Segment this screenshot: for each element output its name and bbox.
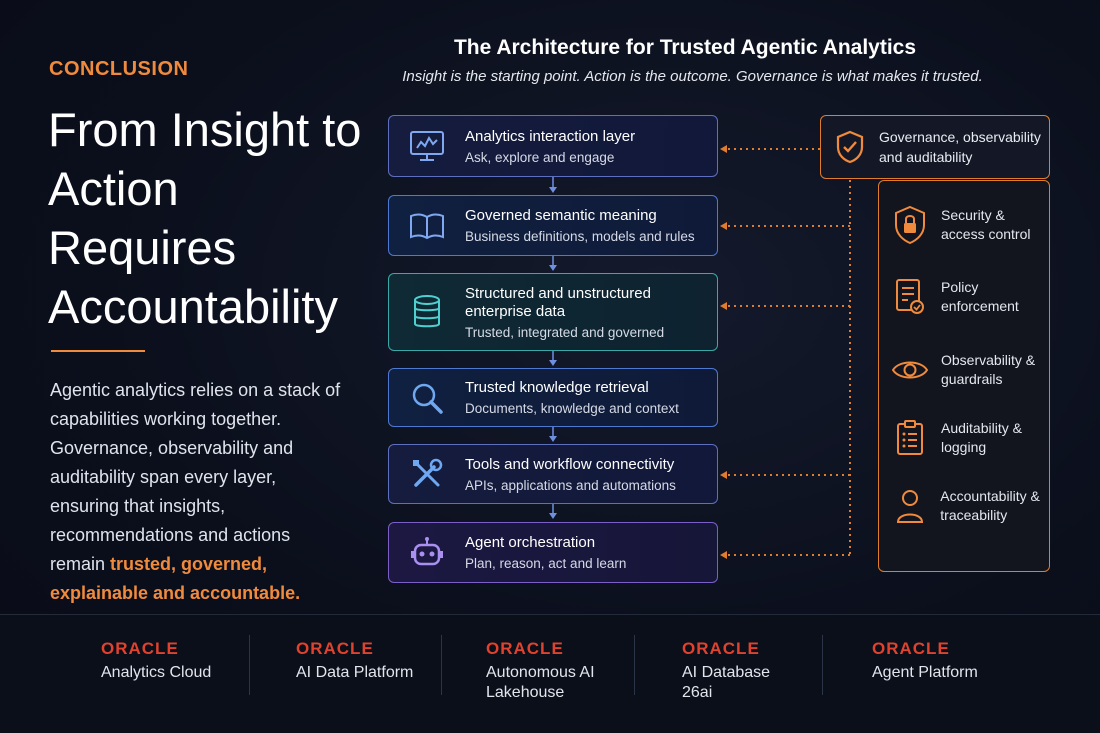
- governance-item-label: Accountability & traceability: [940, 488, 1040, 523]
- layer-subtitle: Ask, explore and engage: [465, 149, 615, 165]
- body-paragraph: Agentic analytics relies on a stack of c…: [50, 376, 350, 608]
- layer-title: Governed semantic meaning: [465, 207, 657, 224]
- product-ai-data-platform: ORACLE AI Data Platform: [296, 639, 413, 683]
- magnifier-icon: [389, 369, 465, 426]
- oracle-logo: ORACLE: [872, 639, 950, 658]
- governance-item-policy: Policy enforcement: [879, 278, 1049, 316]
- headline-divider: [51, 350, 145, 352]
- layer-title: Tools and workflow connectivity: [465, 455, 675, 473]
- layer-knowledge-retrieval: Trusted knowledge retrieval Documents, k…: [388, 368, 718, 427]
- clipboard-checklist-icon: [879, 419, 941, 457]
- dashboard-monitor-icon: [389, 116, 465, 176]
- layer-agent-orchestration: Agent orchestration Plan, reason, act an…: [388, 522, 718, 583]
- governance-item-label: Policy enforcement: [941, 279, 1019, 314]
- product-name: AI Database 26ai: [682, 664, 771, 701]
- governance-item-observability: Observability & guardrails: [879, 351, 1049, 389]
- product-footer: ORACLE Analytics Cloud ORACLE AI Data Pl…: [0, 614, 1100, 733]
- body-highlight: trusted, governed, explainable and accou…: [50, 554, 301, 603]
- governance-item-label: Observability & guardrails: [941, 352, 1036, 387]
- product-name: Autonomous AI Lakehouse: [486, 664, 595, 701]
- database-icon: [389, 274, 465, 350]
- body-text-main: Agentic analytics relies on a stack of c…: [50, 380, 341, 574]
- layer-subtitle: Plan, reason, act and learn: [465, 556, 627, 571]
- footer-divider: [634, 635, 635, 695]
- footer-divider: [441, 635, 442, 695]
- lock-shield-icon: [879, 205, 941, 245]
- section-eyebrow: CONCLUSION: [49, 58, 189, 80]
- layer-title: Agent orchestration: [465, 534, 596, 551]
- diagram-title: The Architecture for Trusted Agentic Ana…: [453, 36, 917, 59]
- governance-card: Governance, observability and auditabili…: [820, 115, 1050, 179]
- footer-divider: [249, 635, 250, 695]
- person-icon: [879, 488, 940, 524]
- governance-item-accountability: Accountability & traceability: [879, 487, 1049, 525]
- governance-title: Governance, observability and auditabili…: [879, 129, 1041, 165]
- shield-check-icon: [821, 130, 879, 164]
- governance-item-label: Security & access control: [941, 207, 1031, 242]
- oracle-logo: ORACLE: [296, 639, 374, 658]
- policy-document-icon: [879, 278, 941, 316]
- layer-subtitle: APIs, applications and automations: [465, 477, 676, 493]
- layer-subtitle: Business definitions, models and rules: [465, 229, 695, 244]
- oracle-logo: ORACLE: [682, 639, 760, 658]
- page-headline: From Insight to Action Requires Accounta…: [48, 103, 362, 333]
- oracle-logo: ORACLE: [101, 639, 179, 658]
- open-book-icon: [389, 196, 465, 255]
- layer-enterprise-data: Structured and unstructured enterprise d…: [388, 273, 718, 351]
- layer-tools-workflow: Tools and workflow connectivity APIs, ap…: [388, 444, 718, 504]
- governance-panel: Security & access control Policy enforce…: [878, 180, 1050, 572]
- diagram-subtitle: Insight is the starting point. Action is…: [402, 68, 983, 85]
- layer-title: Structured and unstructured enterprise d…: [465, 284, 651, 320]
- layer-governed-semantic: Governed semantic meaning Business defin…: [388, 195, 718, 256]
- layer-subtitle: Documents, knowledge and context: [465, 401, 679, 416]
- layer-title: Analytics interaction layer: [465, 127, 636, 145]
- product-analytics-cloud: ORACLE Analytics Cloud: [101, 639, 211, 683]
- product-agent-platform: ORACLE Agent Platform: [872, 639, 978, 683]
- layer-title: Trusted knowledge retrieval: [465, 379, 649, 396]
- governance-item-label: Auditability & logging: [941, 420, 1022, 455]
- robot-icon: [389, 523, 465, 582]
- governance-item-security: Security & access control: [879, 205, 1049, 245]
- product-autonomous-lakehouse: ORACLE Autonomous AI Lakehouse: [486, 639, 596, 703]
- eye-icon: [879, 357, 941, 383]
- governance-item-auditability: Auditability & logging: [879, 419, 1049, 457]
- product-name: AI Data Platform: [296, 664, 414, 681]
- layer-subtitle: Trusted, integrated and governed: [465, 324, 665, 340]
- oracle-logo: ORACLE: [486, 639, 564, 658]
- footer-divider: [822, 635, 823, 695]
- wrench-screwdriver-icon: [389, 445, 465, 503]
- product-name: Agent Platform: [872, 664, 978, 681]
- product-ai-database: ORACLE AI Database 26ai: [682, 639, 782, 703]
- layer-analytics-interaction: Analytics interaction layer Ask, explore…: [388, 115, 718, 177]
- product-name: Analytics Cloud: [101, 664, 212, 681]
